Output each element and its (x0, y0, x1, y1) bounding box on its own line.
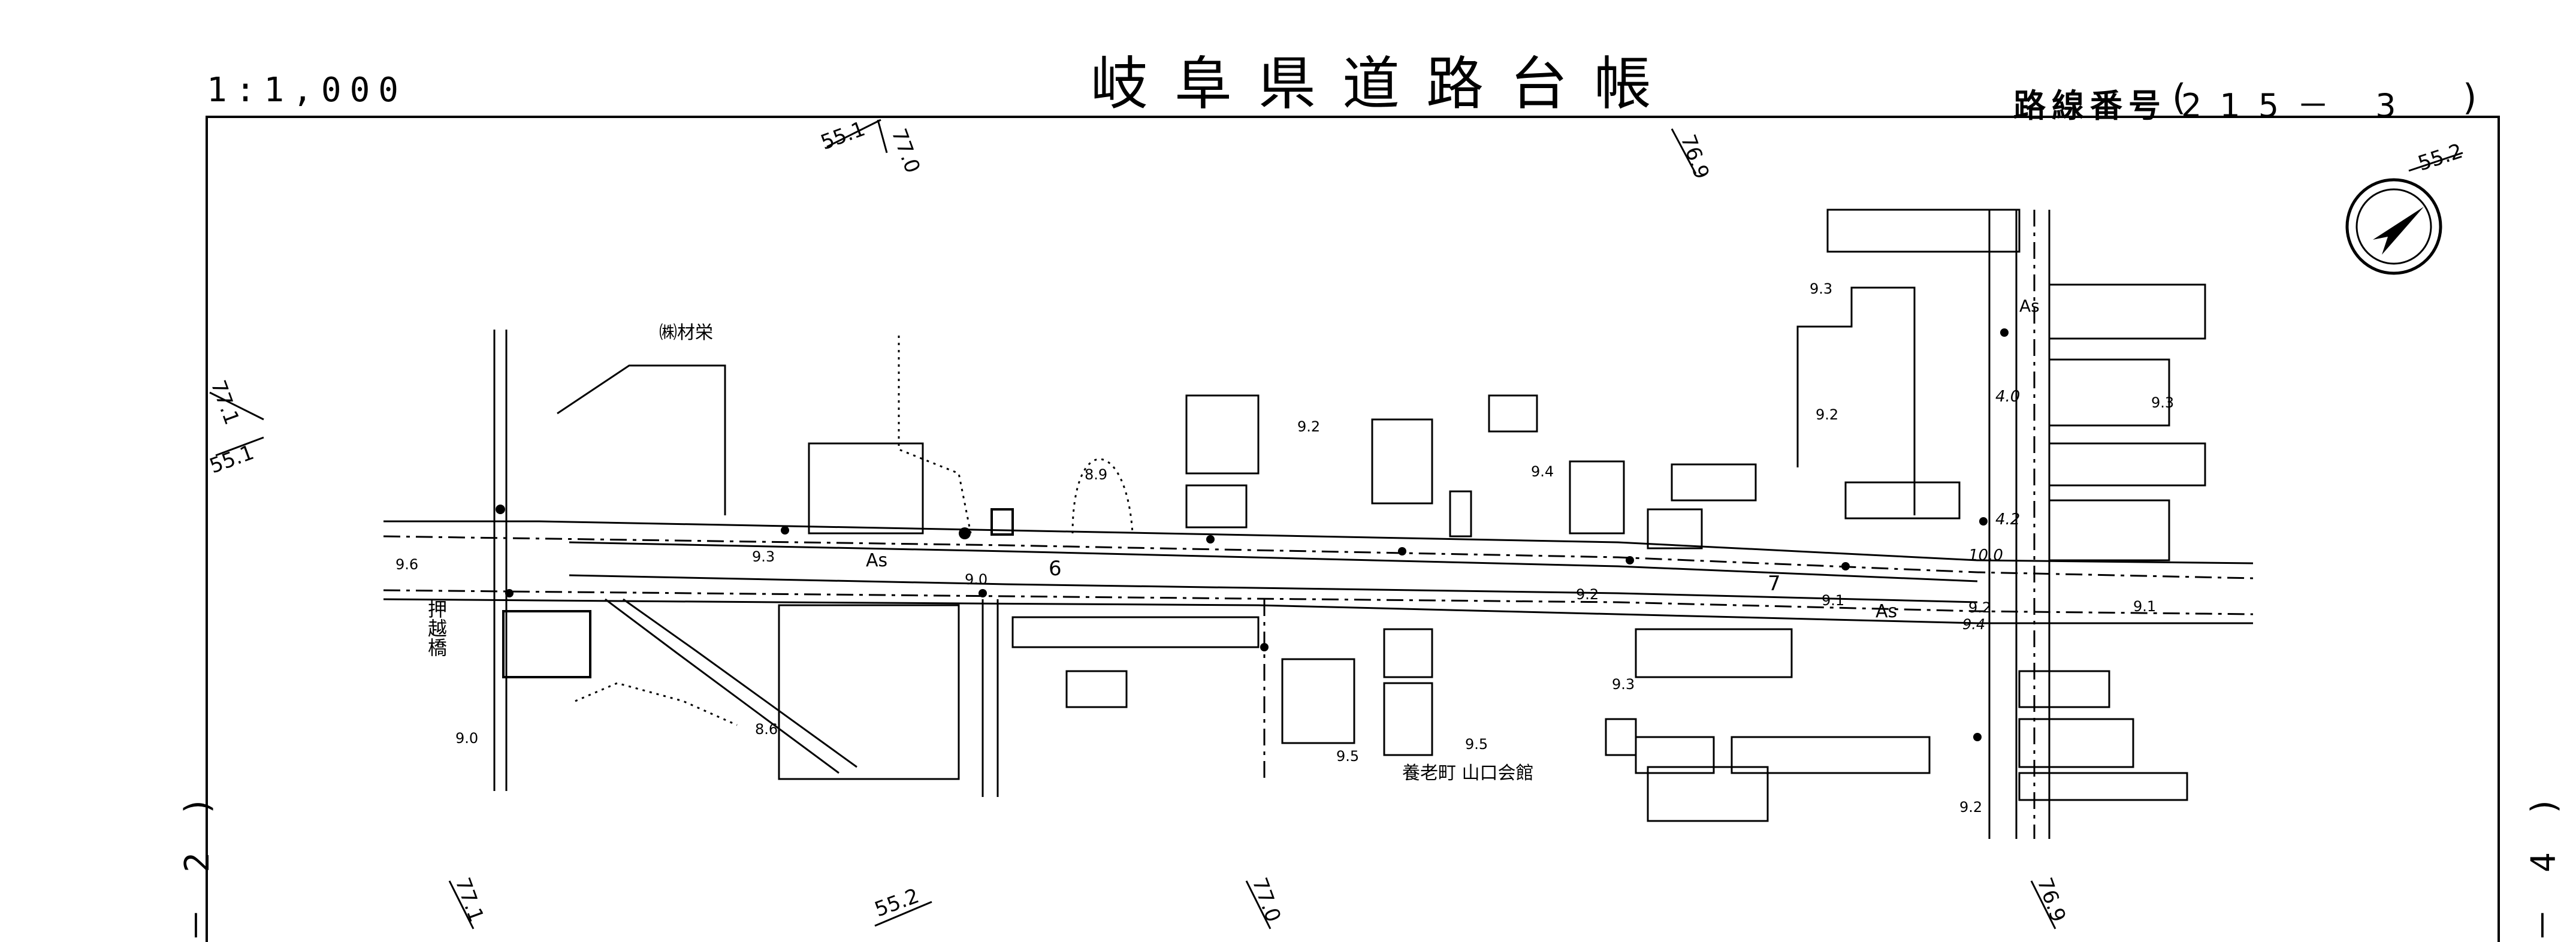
north-arrow-icon (2345, 178, 2442, 275)
spot-height: 9.3 (2151, 394, 2174, 411)
coord-bottom-d: 76.9 (2033, 874, 2070, 925)
spot-height: 9.3 (1810, 280, 1832, 297)
label-hall: 養老町 山口会館 (1402, 763, 1534, 784)
coord-top-a: 55.1 (817, 117, 868, 155)
buildings (557, 209, 2206, 822)
coord-left-b: 55.1 (206, 440, 257, 478)
spot-height: 9.5 (1465, 736, 1488, 753)
coord-left-a: 77.1 (206, 377, 244, 428)
spot-height: 9.2 (1297, 418, 1320, 435)
spot-height: 9.2 (1959, 799, 1982, 816)
spot-height: 9.0 (965, 571, 987, 588)
waterway (493, 330, 1266, 797)
map-frame (206, 116, 2500, 942)
sheet-title: 岐阜県道路台帳 (1091, 50, 1678, 117)
road-width: 4.2 (1995, 511, 2020, 529)
spot-height: 9.3 (752, 548, 775, 565)
coord-bottom-a: 77.1 (451, 874, 488, 925)
coord-top-b: 77.0 (887, 125, 925, 176)
field-boundaries (575, 336, 1134, 726)
route-paren-close: ) (2463, 77, 2477, 119)
spot-height: 9.5 (1336, 748, 1359, 765)
label-bridge: 押越橋 (425, 599, 448, 657)
spot-height: 9.4 (1962, 616, 1985, 633)
coord-top-d: 55.2 (2415, 139, 2465, 176)
spot-height: 8.6 (755, 721, 778, 738)
main-road (383, 520, 2254, 624)
spot-height: 9.4 (1531, 463, 1554, 480)
road-width: 10.0 (1968, 547, 2003, 564)
svg-text:押越橋: 押越橋 (425, 599, 448, 657)
route-paren-open: ( (2172, 77, 2187, 119)
spot-height: 8.9 (1085, 466, 1107, 483)
spot-height: 9.6 (395, 556, 418, 573)
grid-ticks (209, 119, 2463, 929)
label-station-6: 6 (1049, 557, 1062, 581)
sheet-right-number: －4) (2524, 760, 2563, 942)
survey-points (496, 328, 2009, 741)
spot-height: 9.1 (1822, 592, 1844, 609)
sheet-left-number: －2) (178, 760, 217, 942)
spot-height: 9.0 (455, 730, 478, 747)
spot-height: 9.3 (1612, 676, 1635, 693)
spot-height: 9.1 (2133, 598, 2156, 615)
route-number: 215－ 3 (2181, 87, 2414, 125)
route-number-label: 路線番号 (2013, 87, 2167, 125)
label-station-7: 7 (1768, 572, 1781, 596)
label-as-1: As (866, 550, 887, 571)
label-company: ㈱材栄 (659, 322, 713, 343)
road-width: 4.0 (1995, 388, 2020, 406)
spot-height: 9.2 (1968, 599, 1991, 616)
label-as-2: As (1876, 601, 1897, 622)
spot-height: 9.2 (1816, 406, 1838, 423)
coord-top-c: 76.9 (1676, 131, 1714, 182)
coord-bottom-c: 77.0 (1248, 874, 1285, 925)
map-scale: 1:1,000 (207, 71, 407, 110)
map-labels: ㈱材栄 養老町 山口会館 As As As 6 7 9.6 9.3 9.0 8.… (395, 280, 2174, 816)
label-as-3: As (2019, 296, 2040, 316)
spot-height: 9.2 (1576, 586, 1599, 603)
